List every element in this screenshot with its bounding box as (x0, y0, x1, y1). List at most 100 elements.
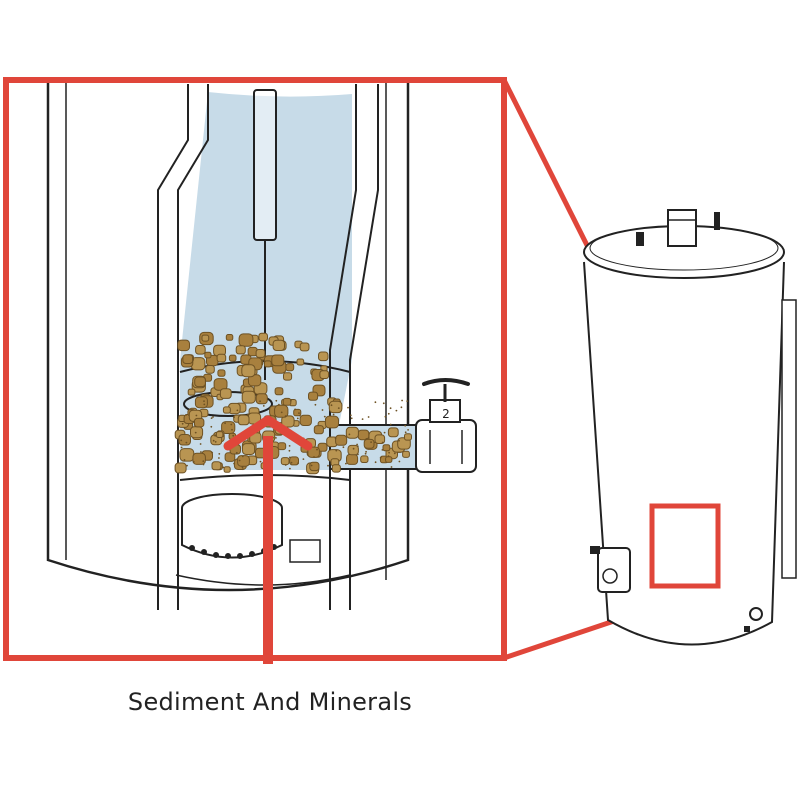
sediment-pebble (216, 353, 227, 363)
sediment-pebble (258, 332, 268, 342)
sediment-pebble (255, 349, 266, 358)
mineral-speck (203, 403, 206, 406)
sediment-pebble (293, 408, 302, 417)
mineral-speck (284, 464, 287, 466)
mineral-speck (313, 456, 315, 458)
mineral-speck (334, 437, 337, 439)
sediment-pebble (335, 434, 348, 446)
sediment-pebble (281, 415, 295, 428)
mineral-speck (299, 414, 301, 417)
sediment-pebble (296, 358, 305, 366)
mineral-speck (233, 462, 236, 465)
mineral-speck (222, 466, 225, 469)
sediment-pebble (271, 354, 285, 367)
mineral-speck (330, 404, 333, 407)
mineral-speck (241, 455, 244, 458)
sediment-pebble (194, 396, 208, 409)
sediment-pebble (331, 464, 341, 473)
sediment-pebble (363, 438, 375, 449)
mineral-speck (332, 413, 335, 416)
mineral-speck (404, 431, 407, 434)
mineral-speck (297, 462, 299, 465)
mineral-speck (314, 403, 317, 406)
mineral-speck (259, 400, 261, 403)
mineral-speck (384, 415, 387, 418)
sediment-pebble (387, 427, 399, 438)
mineral-speck (342, 446, 345, 449)
mineral-speck (200, 451, 202, 453)
mineral-speck (288, 445, 291, 447)
sediment-pebble (324, 415, 339, 429)
mineral-speck (393, 452, 396, 455)
heater-drain (749, 607, 763, 621)
mineral-speck (388, 451, 390, 454)
mineral-speck (247, 413, 249, 416)
mineral-speck (210, 417, 213, 419)
mineral-speck (381, 441, 384, 444)
mineral-speck (195, 414, 198, 417)
sediment-pebble (182, 354, 194, 365)
mineral-speck (296, 417, 299, 420)
mineral-speck (210, 425, 213, 428)
mineral-speck (290, 461, 293, 464)
sediment-pebble (299, 414, 312, 426)
dip-tube (253, 89, 277, 241)
sediment-pebble (360, 455, 369, 463)
mineral-speck (202, 460, 205, 463)
mineral-speck (406, 400, 409, 402)
sediment-pebble (187, 388, 196, 396)
mineral-speck (335, 449, 338, 452)
side-pipe (781, 299, 797, 579)
water-heater (583, 209, 797, 646)
sediment-pebble (328, 400, 343, 414)
mineral-speck (383, 431, 386, 434)
mineral-speck (230, 423, 233, 426)
zoomed-interior-view: 2 (46, 80, 477, 610)
mineral-speck (357, 453, 359, 456)
sediment-pebble (255, 393, 268, 405)
mineral-speck (242, 468, 244, 471)
sediment-pebble (194, 417, 205, 428)
mineral-speck (181, 422, 184, 425)
mineral-speck (202, 463, 205, 466)
mineral-speck (370, 441, 372, 443)
mineral-speck (275, 437, 277, 439)
mineral-speck (284, 415, 287, 417)
mineral-speck (349, 414, 352, 417)
sediment-pebble (237, 414, 250, 426)
mineral-speck (233, 416, 235, 419)
sediment-pebble (223, 466, 231, 473)
mineral-speck (345, 462, 347, 465)
sediment-pebble (238, 333, 254, 347)
mineral-speck (214, 441, 217, 443)
mineral-speck (310, 464, 313, 467)
mineral-speck (390, 466, 393, 468)
mineral-speck (337, 407, 340, 409)
mineral-speck (199, 443, 202, 445)
mineral-speck (288, 449, 291, 452)
sediment-pebble (299, 342, 310, 352)
mineral-speck (241, 466, 244, 469)
sediment-pebble (211, 461, 222, 471)
sediment-pebble (347, 444, 359, 456)
mineral-speck (185, 441, 188, 444)
drain-valve: 2 (415, 378, 477, 473)
mineral-speck (180, 446, 183, 449)
mineral-speck (374, 461, 377, 464)
sediment-pebble (195, 345, 206, 355)
zoom-frame (3, 77, 507, 661)
mineral-speck (352, 447, 355, 450)
mineral-speck (348, 433, 351, 436)
sediment-pebble (235, 345, 246, 355)
gas-fitting (289, 539, 321, 563)
mineral-speck (289, 467, 291, 470)
sediment-pebble (217, 369, 226, 377)
mineral-speck (398, 439, 400, 442)
sediment-pebble (190, 426, 204, 439)
sediment-pebble (319, 370, 330, 380)
mineral-speck (224, 422, 227, 425)
sediment-pebble (228, 354, 237, 362)
mineral-speck (367, 416, 370, 418)
mineral-speck (212, 439, 215, 442)
